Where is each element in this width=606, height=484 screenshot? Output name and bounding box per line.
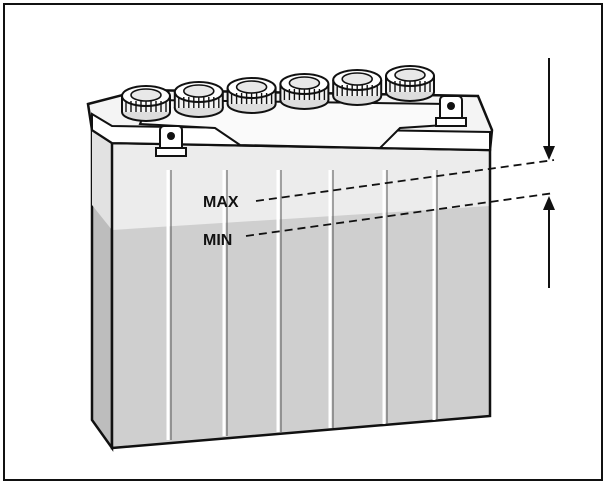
terminal-right — [435, 95, 467, 127]
cell-cap — [385, 65, 435, 102]
max-arrow — [543, 58, 555, 160]
cell-cap — [121, 85, 171, 122]
cell-cap — [173, 81, 224, 118]
max-level-line — [255, 159, 555, 202]
min-arrow — [543, 196, 555, 288]
cell-cap — [226, 77, 277, 114]
cell-cap — [332, 69, 383, 106]
figure-border — [3, 3, 603, 481]
cell-cap — [279, 73, 330, 110]
cell-dividers — [166, 170, 436, 440]
battery-side-band — [92, 130, 112, 230]
cell-divider-edges — [170, 170, 438, 440]
cell-caps — [121, 65, 435, 122]
terminal-left — [155, 125, 187, 157]
battery-front-band — [112, 143, 490, 230]
min-label: MIN — [203, 232, 232, 249]
max-label: MAX — [203, 194, 239, 211]
